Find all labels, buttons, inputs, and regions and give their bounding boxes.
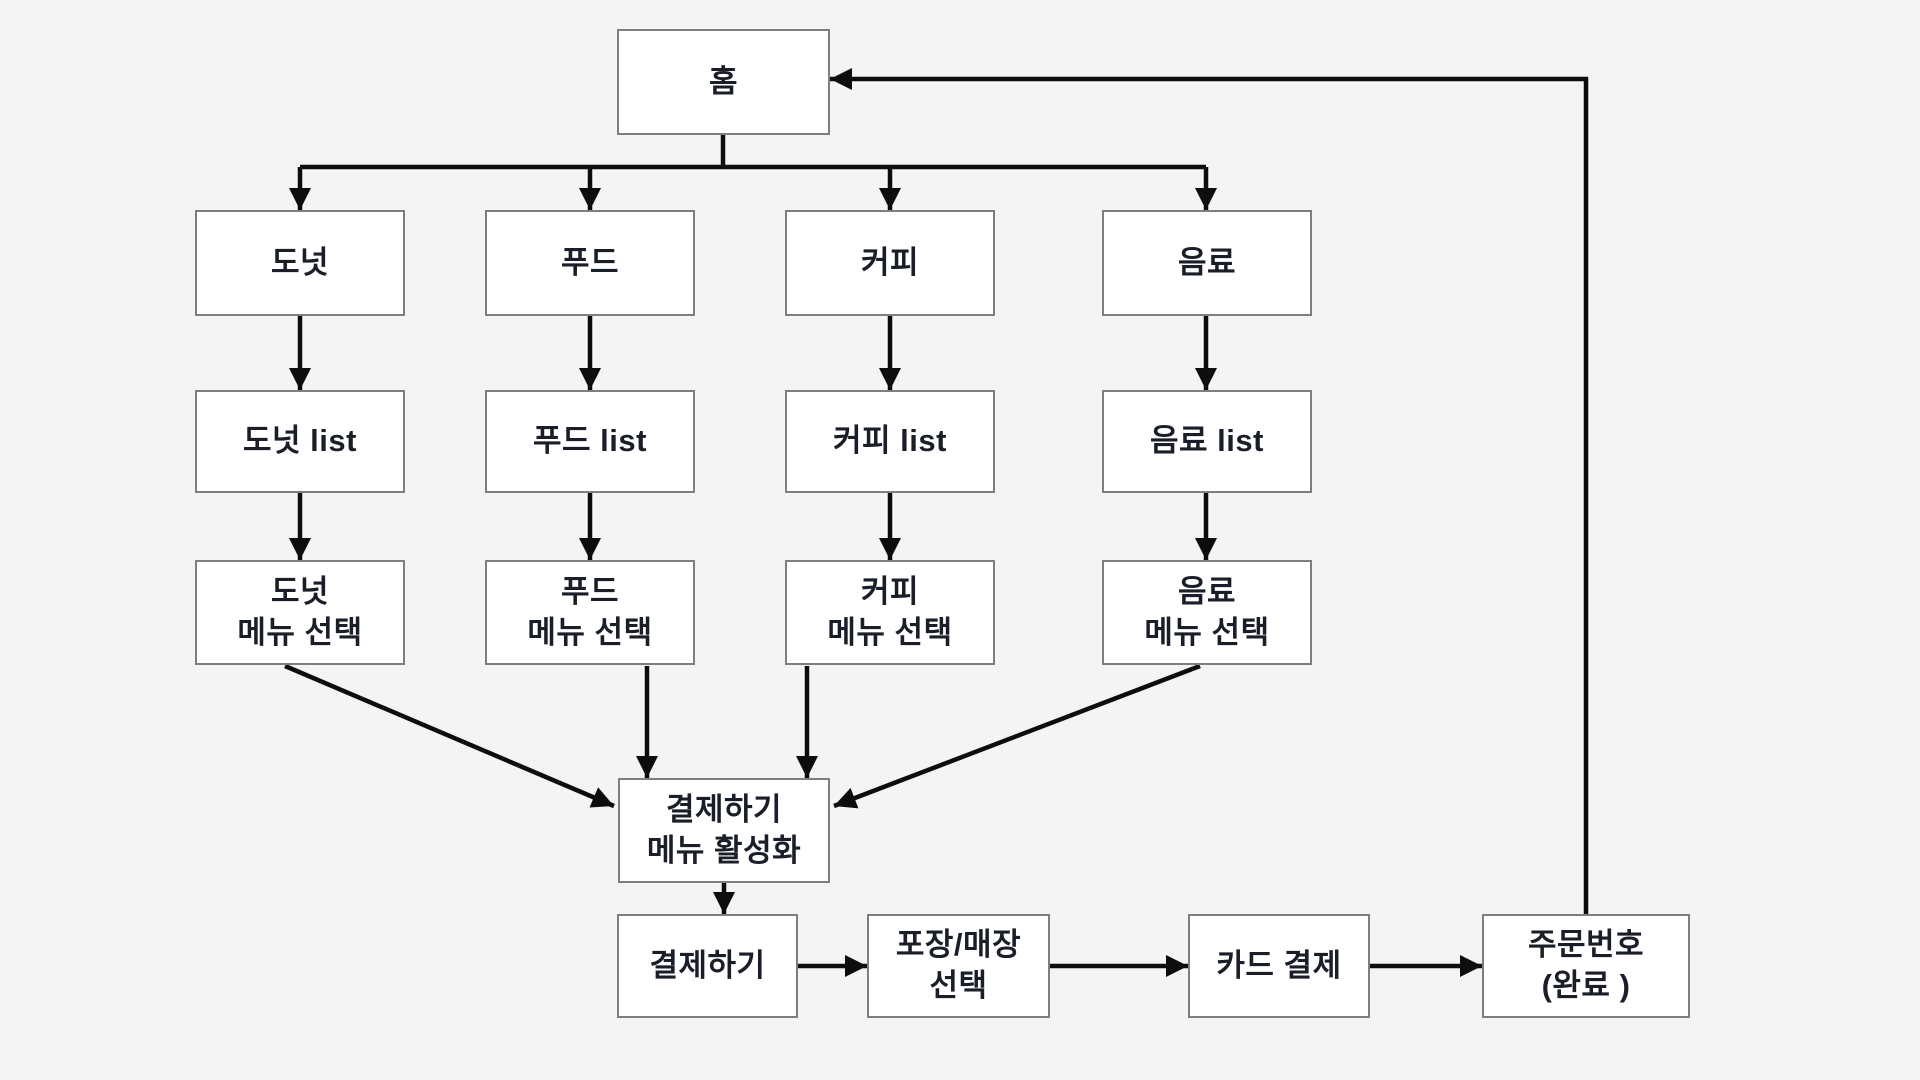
- node-coffee-select-label: 커피 메뉴 선택: [827, 573, 953, 650]
- node-pickup-select: 포장/매장 선택: [867, 914, 1050, 1018]
- node-order-number-label: 주문번호 (완료 ): [1527, 927, 1645, 1003]
- node-beverage: 음료: [1102, 210, 1312, 316]
- node-coffee-select: 커피 메뉴 선택: [785, 560, 995, 665]
- node-card-pay: 카드 결제: [1188, 914, 1370, 1018]
- node-pay: 결제하기: [617, 914, 798, 1018]
- node-food-select: 푸드 메뉴 선택: [485, 560, 695, 665]
- node-donut-select-label: 도넛 메뉴 선택: [237, 573, 363, 650]
- node-beverage-select: 음료 메뉴 선택: [1102, 560, 1312, 665]
- edge-order-to-home: [830, 68, 1589, 914]
- node-beverage-list: 음료 list: [1102, 390, 1312, 493]
- node-home-label: 홈: [708, 63, 739, 99]
- node-coffee-list-label: 커피 list: [833, 423, 947, 459]
- edge-beverage-select-to-pay-activate: [833, 663, 1201, 809]
- node-order-number: 주문번호 (완료 ): [1482, 914, 1690, 1018]
- node-food-list-label: 푸드 list: [533, 423, 647, 459]
- node-donut-list: 도넛 list: [195, 390, 405, 493]
- edge-donut-select-to-pay-activate: [284, 663, 615, 809]
- node-beverage-list-label: 음료 list: [1150, 423, 1264, 459]
- node-pay-label: 결제하기: [649, 947, 766, 983]
- node-food-list: 푸드 list: [485, 390, 695, 493]
- node-donut-list-label: 도넛 list: [243, 423, 357, 459]
- node-donut-label: 도넛: [270, 244, 330, 280]
- node-beverage-select-label: 음료 메뉴 선택: [1144, 573, 1270, 650]
- node-coffee-label: 커피: [860, 244, 920, 280]
- node-food-select-label: 푸드 메뉴 선택: [527, 573, 653, 650]
- node-card-pay-label: 카드 결제: [1216, 947, 1342, 983]
- node-beverage-label: 음료: [1177, 244, 1237, 280]
- node-coffee-list: 커피 list: [785, 390, 995, 493]
- node-pay-activate: 결제하기 메뉴 활성화: [618, 778, 830, 883]
- node-coffee: 커피: [785, 210, 995, 316]
- node-donut-select: 도넛 메뉴 선택: [195, 560, 405, 665]
- node-pay-activate-label: 결제하기 메뉴 활성화: [646, 791, 802, 868]
- node-pickup-select-label: 포장/매장 선택: [895, 927, 1022, 1003]
- node-home: 홈: [617, 29, 830, 135]
- node-donut: 도넛: [195, 210, 405, 316]
- node-food: 푸드: [485, 210, 695, 316]
- node-food-label: 푸드: [560, 244, 620, 280]
